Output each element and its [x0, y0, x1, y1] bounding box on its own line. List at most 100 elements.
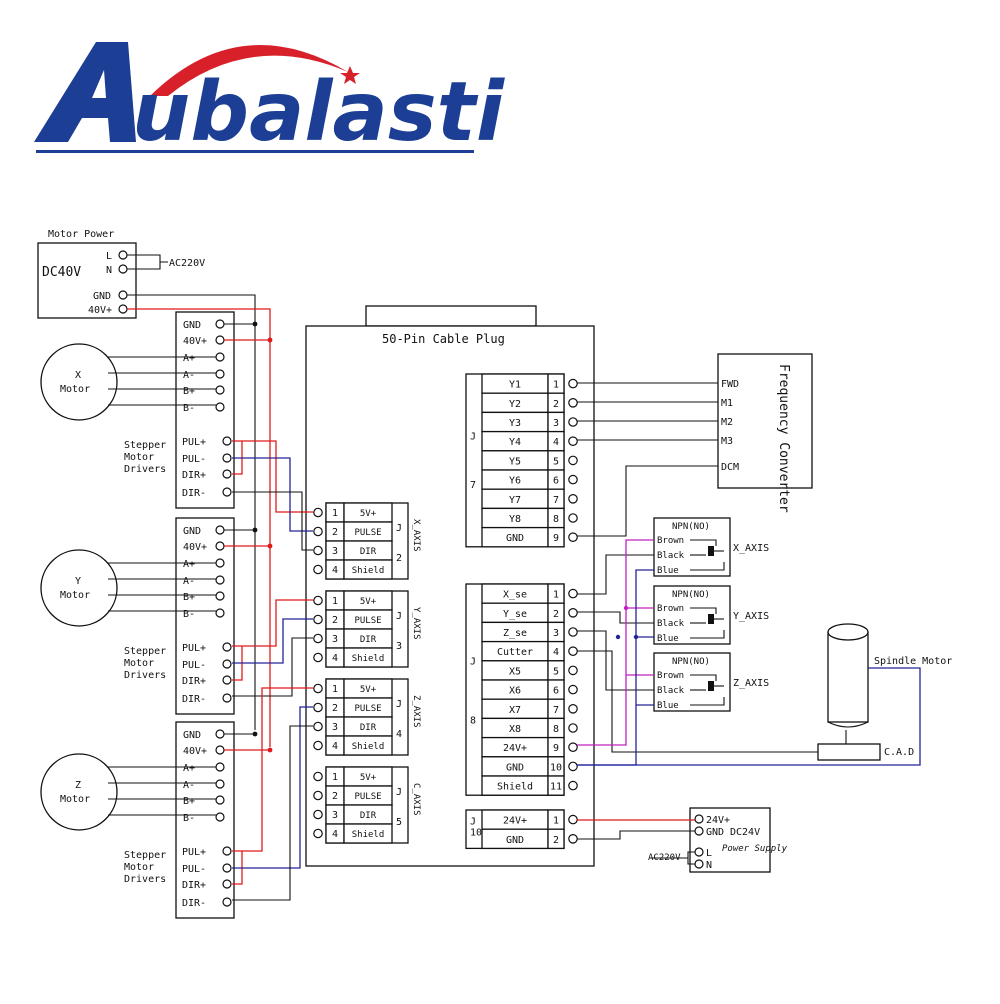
j7-pin-number: 9	[553, 533, 559, 544]
sensor-box	[653, 652, 731, 712]
axis-signal: DIR	[360, 547, 377, 557]
z-driver-pin-label: B+	[183, 796, 195, 807]
axis-terminal	[313, 526, 323, 537]
j7-terminal	[568, 378, 578, 389]
axis-pin-number: 4	[332, 829, 338, 840]
axis-signal: 5V+	[360, 509, 377, 519]
j8-signal: GND	[506, 762, 524, 773]
axis-signal-cell	[343, 559, 393, 580]
axis-signal: Shield	[352, 830, 385, 840]
y-driver-pin-label: GND	[183, 526, 201, 537]
j7-signal: Y5	[509, 456, 521, 467]
axis-signal: Shield	[352, 742, 385, 752]
sensor-wire-label: Blue	[657, 566, 679, 576]
j7-terminal	[568, 455, 578, 466]
j8-signal: Shield	[497, 782, 533, 793]
sensor-switch-icon	[708, 681, 714, 691]
ps-pin-l: L	[706, 848, 712, 859]
j8-signal: Cutter	[497, 647, 533, 658]
brand-name: ubalasti	[132, 65, 506, 160]
x-driver-pin-label: DIR+	[182, 470, 206, 481]
y-driver-terminal	[222, 675, 232, 685]
y-driver-terminal	[222, 642, 232, 652]
y-motor-circle	[40, 549, 118, 627]
axis-signal: Shield	[352, 566, 385, 576]
axis-signal-cell	[343, 647, 393, 668]
j7-signal: Y2	[509, 399, 521, 410]
z-driver-terminal	[215, 779, 225, 789]
axis-number: 5	[396, 817, 402, 828]
axis-pin-number: 3	[332, 634, 338, 645]
x-driver-terminal	[222, 436, 232, 446]
axis-number: 2	[396, 553, 402, 564]
x-gnd-junction	[252, 321, 258, 327]
axis-terminal	[313, 828, 323, 839]
j7-signal: Y3	[509, 418, 521, 429]
j7-number: 7	[470, 480, 476, 491]
ps-gnd-wire	[577, 830, 695, 840]
x-axis-driver-group: GND40V+A+A-B+B-PUL+PUL-DIR+DIR-StepperMo…	[40, 311, 273, 509]
j7-terminal	[568, 513, 578, 523]
j7-pin-number: 4	[553, 437, 559, 448]
spindle-body	[827, 631, 869, 723]
axis-letter: J	[396, 523, 402, 534]
j10-pin-number: 1	[553, 816, 559, 827]
x-driver-terminal	[222, 469, 232, 479]
j7-signal: GND	[506, 533, 524, 544]
ps-subtitle: Power Supply	[722, 844, 788, 854]
j7-signal: Y7	[509, 495, 521, 506]
axis-terminal	[313, 740, 323, 751]
sensor-wire-label: Blue	[657, 634, 679, 644]
x-driver-terminal	[222, 453, 232, 463]
axis-terminal	[313, 702, 323, 713]
x-40v-junction	[267, 337, 273, 343]
ps-ac-label: AC220V	[648, 853, 681, 863]
z-driver-terminal	[222, 863, 232, 873]
x-motor-word: Motor	[60, 384, 90, 395]
j7-pin-cell	[547, 526, 565, 548]
y-driver-pin-label: DIR+	[182, 676, 206, 687]
junction-blue-y	[633, 634, 639, 640]
fc-pin-dcm: DCM	[721, 462, 739, 473]
wire-gnd-blue	[577, 569, 654, 766]
y-driver-terminal	[215, 558, 225, 568]
axis-terminal	[313, 790, 323, 801]
z-driver-pin-label: PUL-	[182, 864, 206, 875]
x-driver-pin-label: DIR-	[182, 488, 206, 499]
frequency-converter-title: Frequency Converter	[776, 364, 791, 513]
ps-terminal-n	[694, 859, 704, 869]
x-driver-pin-label: PUL+	[182, 437, 206, 448]
j8-pin-number: 3	[553, 628, 559, 639]
axis-letter: J	[396, 787, 402, 798]
z-driver-pin-label: GND	[183, 730, 201, 741]
axis-terminal	[313, 652, 323, 663]
ps-terminal-gnd	[694, 826, 704, 836]
sensor-title: NPN(NO)	[672, 522, 710, 532]
ps-pin-24v: 24V+	[706, 815, 730, 826]
axis-name: Y_AXIS	[411, 607, 421, 640]
sensor-axis-label: Y_AXIS	[733, 611, 769, 622]
j8-pin-number: 8	[553, 724, 559, 735]
sensor-internal-wire	[690, 674, 717, 681]
z-driver-caption: Motor	[124, 862, 154, 873]
axis-signal: PULSE	[354, 616, 381, 626]
axis-signal: DIR	[360, 635, 377, 645]
proximity-sensors: NPN(NO)BrownBlackBlueX_AXISNPN(NO)BrownB…	[653, 517, 769, 712]
z-driver-terminal	[215, 795, 225, 805]
mp-terminal-n	[118, 264, 128, 274]
cad-label: C.A.D	[884, 747, 914, 758]
spindle-motor: Spindle Motor C.A.D	[577, 623, 952, 766]
cable-plug-tab	[365, 305, 537, 327]
j8-pin-cell	[547, 775, 565, 796]
y-driver-terminal	[215, 575, 225, 585]
motor-power-label: DC40V	[42, 265, 81, 280]
spindle-label: Spindle Motor	[874, 656, 952, 667]
ps-terminal-24v	[694, 814, 704, 824]
x-driver-pin-label: 40V+	[183, 336, 207, 347]
sensor-switch-icon	[708, 546, 714, 556]
